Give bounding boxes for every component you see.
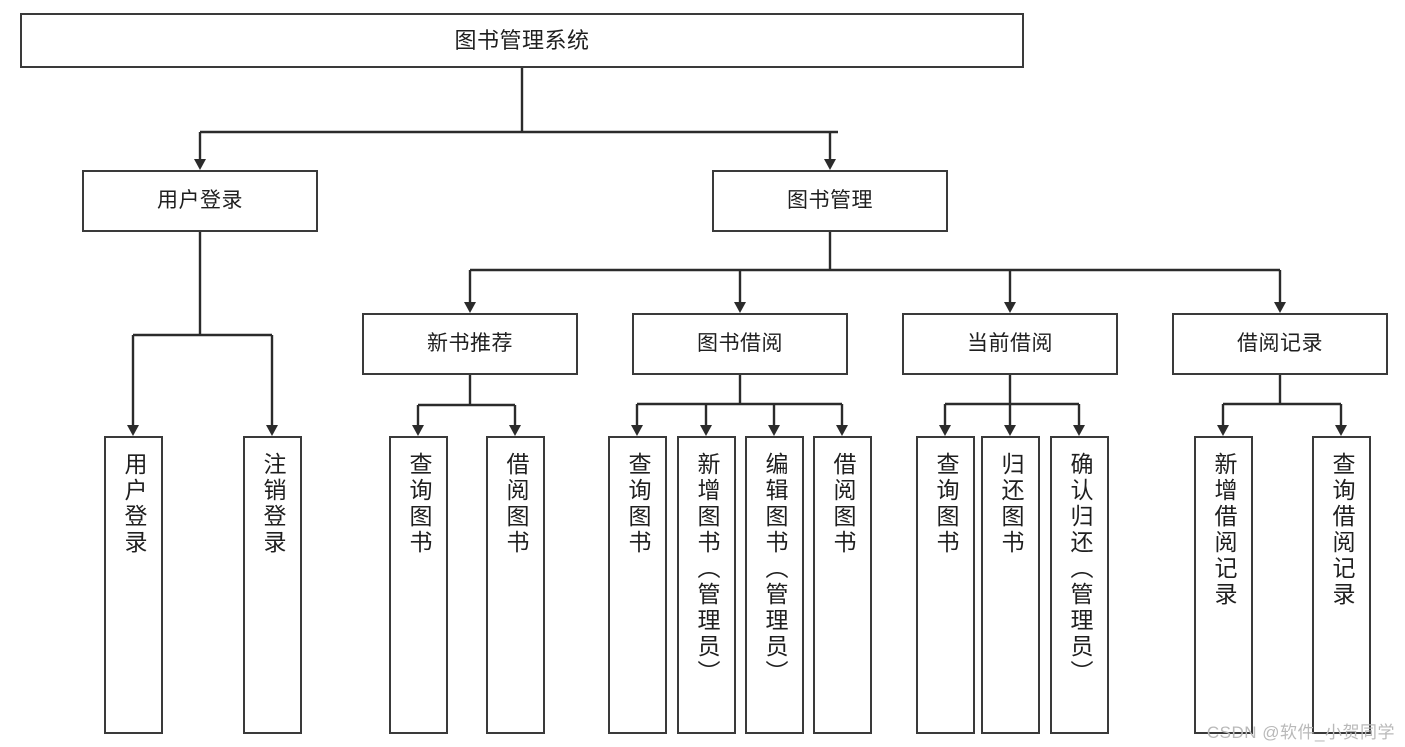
node-leaf-query-book-1[interactable]: 查询图书 [389,436,448,734]
node-new-book-rec-label: 新书推荐 [427,331,513,355]
node-current-borrow[interactable]: 当前借阅 [902,313,1118,375]
node-leaf-edit-book[interactable]: 编辑图书（管理员） [745,436,804,734]
node-leaf-borrow-book-2[interactable]: 借阅图书 [813,436,872,734]
node-book-manage[interactable]: 图书管理 [712,170,948,232]
node-leaf-borrow-book-1-label: 借阅图书 [503,452,529,556]
node-leaf-borrow-book-1[interactable]: 借阅图书 [486,436,545,734]
node-root[interactable]: 图书管理系统 [20,13,1024,68]
node-leaf-query-book-3[interactable]: 查询图书 [916,436,975,734]
node-book-borrow-label: 图书借阅 [697,331,783,355]
node-user-login[interactable]: 用户登录 [82,170,318,232]
node-new-book-rec[interactable]: 新书推荐 [362,313,578,375]
node-leaf-borrow-book-2-label: 借阅图书 [830,452,856,556]
node-root-label: 图书管理系统 [454,27,590,53]
node-leaf-confirm-return[interactable]: 确认归还（管理员） [1050,436,1109,734]
node-user-login-label: 用户登录 [157,188,243,212]
node-leaf-user-logout[interactable]: 注销登录 [243,436,302,734]
node-leaf-query-record[interactable]: 查询借阅记录 [1312,436,1371,734]
watermark-text: CSDN @软件_小贺同学 [1206,723,1395,742]
node-leaf-query-book-2-label: 查询图书 [625,452,651,556]
node-leaf-edit-book-label: 编辑图书（管理员） [762,452,788,686]
node-leaf-add-book[interactable]: 新增图书（管理员） [677,436,736,734]
node-leaf-user-login[interactable]: 用户登录 [104,436,163,734]
node-leaf-confirm-return-label: 确认归还（管理员） [1067,452,1093,686]
node-leaf-add-book-label: 新增图书（管理员） [694,452,720,686]
node-leaf-add-record[interactable]: 新增借阅记录 [1194,436,1253,734]
node-current-borrow-label: 当前借阅 [967,331,1053,355]
node-leaf-query-book-1-label: 查询图书 [406,452,432,556]
node-book-manage-label: 图书管理 [787,188,873,212]
node-leaf-add-record-label: 新增借阅记录 [1211,452,1237,608]
node-borrow-record-label: 借阅记录 [1237,331,1323,355]
node-leaf-user-logout-label: 注销登录 [260,452,286,556]
node-leaf-user-login-label: 用户登录 [121,452,147,556]
node-leaf-return-book[interactable]: 归还图书 [981,436,1040,734]
node-leaf-return-book-label: 归还图书 [998,452,1024,556]
node-borrow-record[interactable]: 借阅记录 [1172,313,1388,375]
node-leaf-query-book-2[interactable]: 查询图书 [608,436,667,734]
node-leaf-query-record-label: 查询借阅记录 [1329,452,1355,608]
node-leaf-query-book-3-label: 查询图书 [933,452,959,556]
node-book-borrow[interactable]: 图书借阅 [632,313,848,375]
